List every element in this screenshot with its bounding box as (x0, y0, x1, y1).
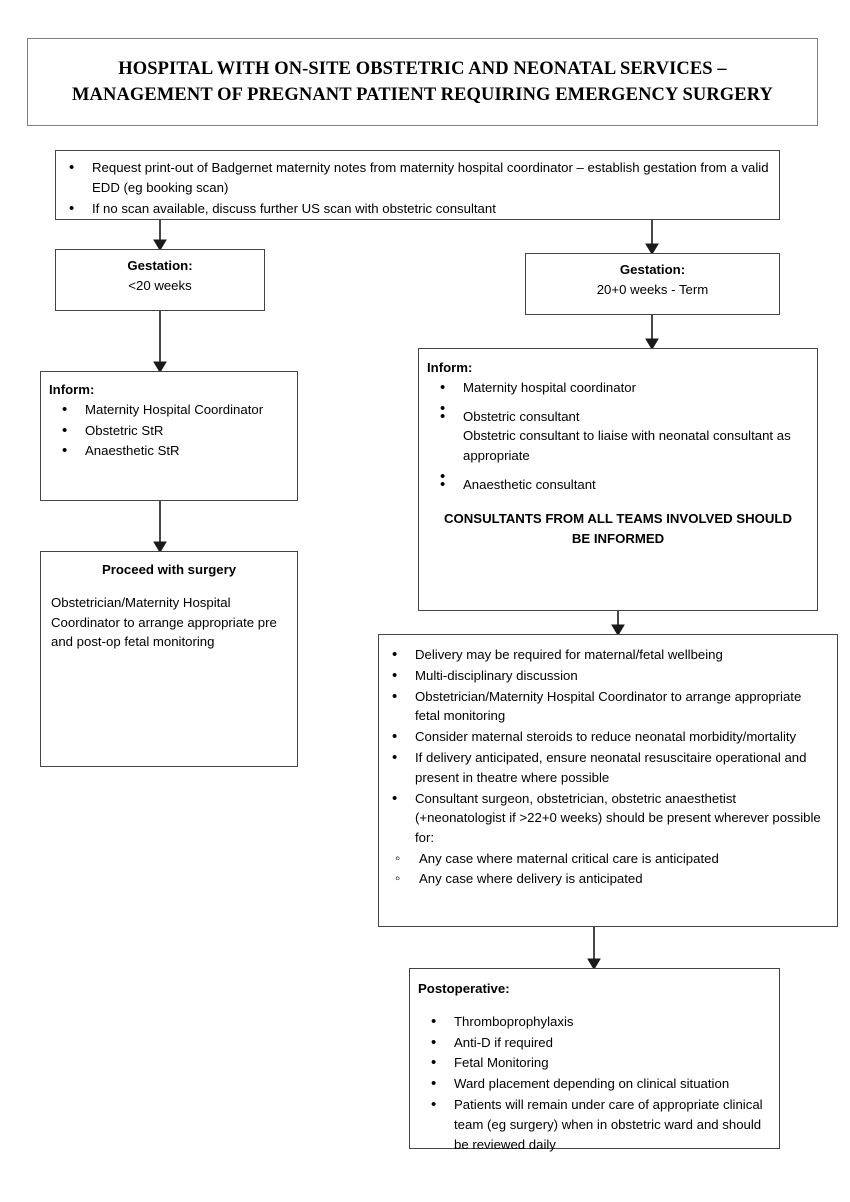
list-item-line: Obstetric consultant (463, 408, 580, 424)
delivery-bullet-list: Delivery may be required for maternal/fe… (379, 644, 829, 848)
page-title-box: HOSPITAL WITH ON-SITE OBSTETRIC AND NEON… (27, 38, 818, 126)
list-item: If no scan available, discuss further US… (56, 198, 771, 220)
list-item: Request print-out of Badgernet maternity… (56, 157, 771, 198)
gestation-left-heading: Gestation: (127, 258, 193, 273)
list-item: Anaesthetic StR (49, 440, 291, 462)
list-item: If delivery anticipated, ensure neonatal… (379, 747, 829, 788)
spacer (427, 398, 809, 420)
proceed-heading: Proceed with surgery (101, 562, 237, 577)
gestation-left-value: <20 weeks (128, 277, 192, 293)
node-inform-left: Inform: Maternity Hospital Coordinator O… (40, 371, 298, 501)
list-item: Delivery may be required for maternal/fe… (379, 644, 829, 666)
inform-right-heading: Inform: (427, 360, 473, 375)
list-item: Anti-D if required (418, 1032, 771, 1054)
postop-heading: Postoperative: (418, 981, 510, 996)
spacer (51, 580, 287, 593)
node-postoperative: Postoperative: Thromboprophylaxis Anti-D… (409, 968, 780, 1152)
node-gestation-20-plus: Gestation: 20+0 weeks - Term (525, 253, 780, 315)
inform-right-bullet-list: Maternity hospital coordinator Obstetric… (427, 377, 809, 496)
proceed-body: Obstetrician/Maternity Hospital Coordina… (51, 594, 277, 650)
initial-bullet-list: Request print-out of Badgernet maternity… (56, 157, 771, 220)
page-title: HOSPITAL WITH ON-SITE OBSTETRIC AND NEON… (71, 58, 773, 105)
spacer (427, 466, 809, 488)
list-item: Anaesthetic consultant (427, 474, 809, 496)
spacer (427, 496, 809, 509)
node-delivery-considerations: Delivery may be required for maternal/fe… (378, 634, 838, 927)
gestation-right-value: 20+0 weeks - Term (596, 281, 709, 297)
list-item: Obstetric consultant Obstetric consultan… (427, 406, 809, 466)
list-item: Consultant surgeon, obstetrician, obstet… (379, 788, 829, 848)
inform-left-heading: Inform: (49, 382, 95, 397)
inform-left-bullet-list: Maternity Hospital Coordinator Obstetric… (49, 399, 291, 462)
delivery-sub-bullet-list: Any case where maternal critical care is… (379, 848, 829, 890)
list-item: Consider maternal steroids to reduce neo… (379, 726, 829, 748)
list-item: Maternity hospital coordinator (427, 377, 809, 399)
list-item: Obstetrician/Maternity Hospital Coordina… (379, 686, 829, 727)
list-item: Obstetric StR (49, 420, 291, 442)
list-item: Thromboprophylaxis (418, 1011, 771, 1033)
list-item: Maternity Hospital Coordinator (49, 399, 291, 421)
node-gestation-under-20: Gestation: <20 weeks (55, 249, 265, 311)
list-item: Patients will remain under care of appro… (418, 1094, 771, 1154)
list-item-line: Obstetric consultant to liaise with neon… (463, 428, 791, 464)
node-initial-actions: Request print-out of Badgernet maternity… (55, 150, 780, 220)
list-item: Multi-disciplinary discussion (379, 665, 829, 687)
postop-bullet-list: Thromboprophylaxis Anti-D if required Fe… (418, 1011, 771, 1155)
node-inform-right: Inform: Maternity hospital coordinator O… (418, 348, 818, 611)
inform-right-footer: CONSULTANTS FROM ALL TEAMS INVOLVED SHOU… (444, 510, 792, 546)
list-item: Fetal Monitoring (418, 1052, 771, 1074)
list-item: Any case where maternal critical care is… (379, 848, 829, 870)
node-proceed-with-surgery: Proceed with surgery Obstetrician/Matern… (40, 551, 298, 767)
gestation-right-heading: Gestation: (619, 262, 686, 277)
spacer (418, 999, 771, 1012)
list-item: Any case where delivery is anticipated (379, 868, 829, 890)
list-item: Ward placement depending on clinical sit… (418, 1073, 771, 1095)
